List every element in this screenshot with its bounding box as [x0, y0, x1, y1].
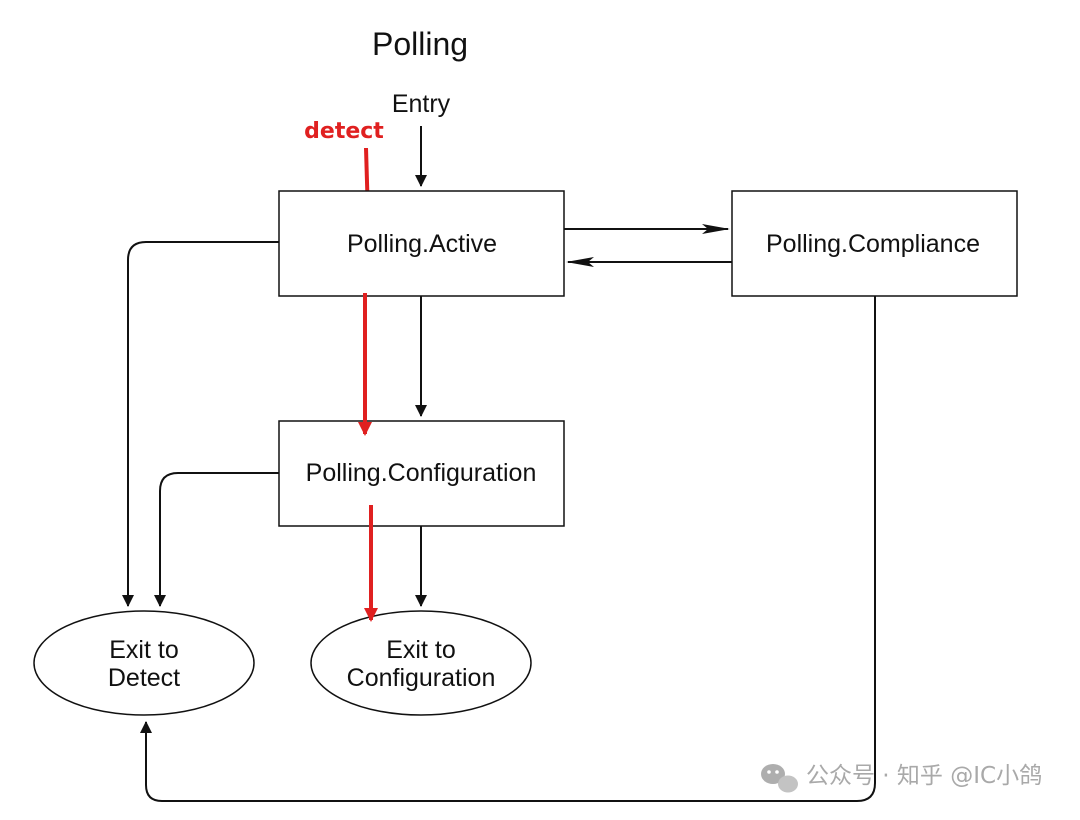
- detect-annotation: detect: [304, 119, 384, 144]
- diagram-title: Polling: [372, 26, 468, 62]
- exit-detect-ellipse: [33, 610, 255, 716]
- watermark-text: 公众号 · 知乎 @IC小鸽: [806, 763, 1042, 789]
- arrow-compliance-to-exit-detect: [140, 296, 876, 802]
- watermark: 公众号 · 知乎 @IC小鸽: [761, 763, 1042, 793]
- state-label-polling-configuration: Polling.Configuration: [306, 459, 537, 487]
- exit-detect-label-line1: Exit to: [109, 636, 178, 664]
- exit-configuration-label-line2: Configuration: [347, 664, 496, 692]
- state-label-polling-compliance: Polling.Compliance: [766, 230, 980, 258]
- entry-label: Entry: [392, 90, 451, 118]
- state-box-polling-active: [278, 190, 565, 297]
- wechat-icon: [761, 764, 798, 793]
- state-label-polling-active: Polling.Active: [347, 230, 497, 258]
- exit-configuration-ellipse: [310, 610, 532, 716]
- exit-configuration-label-line1: Exit to: [386, 636, 455, 664]
- state-box-polling-compliance: [731, 190, 1018, 297]
- exit-detect-label-line2: Detect: [108, 664, 180, 692]
- arrow-configuration-to-exit-detect: [154, 472, 279, 607]
- arrow-active-to-exit-detect: [122, 241, 279, 607]
